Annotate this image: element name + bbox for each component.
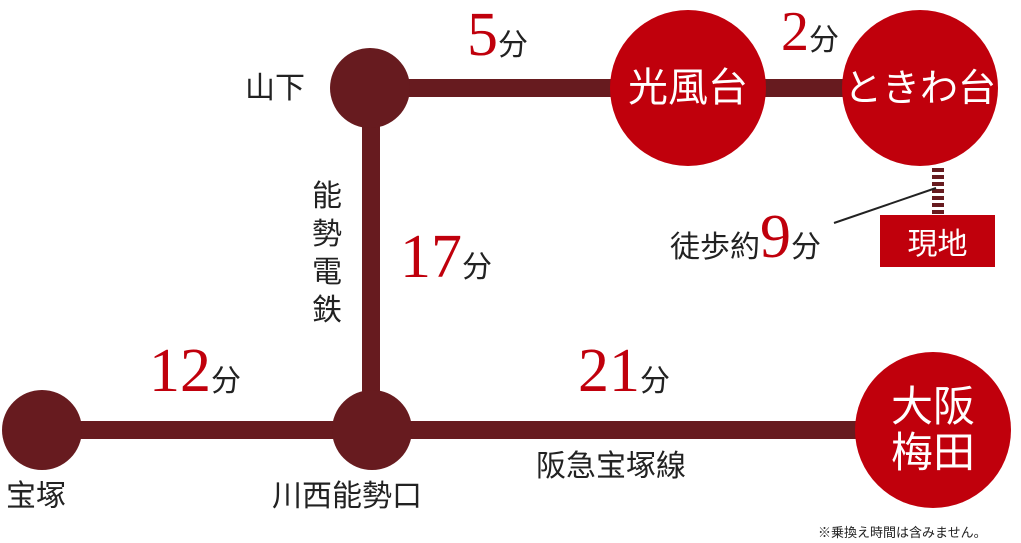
- time-kawanishi-umeda: 21分: [578, 337, 670, 405]
- station-tokiwadai-label: ときわ台: [843, 66, 996, 110]
- line-takarazuka-umeda: [42, 421, 933, 439]
- time-yamashita-kofudai: 5分: [467, 1, 528, 69]
- station-label-kawanishi-noseguchi: 川西能勢口: [272, 479, 422, 514]
- line-nose-vertical: [362, 88, 380, 430]
- station-osaka-umeda-label: 大阪 梅田: [890, 382, 975, 477]
- station-dot-takarazuka: [2, 390, 82, 470]
- site-label: 現地: [907, 227, 968, 262]
- station-osaka-umeda: 大阪 梅田: [855, 352, 1011, 508]
- time-kawanishi-yamashita: 17分: [400, 223, 492, 291]
- station-dot-yamashita: [330, 48, 410, 128]
- line-label-hankyu-takarazuka: 阪急宝塚線: [536, 449, 686, 484]
- station-label-takarazuka: 宝塚: [6, 479, 66, 514]
- transfer-note: ※乗換え時間は含みません。: [818, 526, 987, 541]
- line-label-nose-electric: 能勢電鉄: [312, 179, 342, 328]
- time-takarazuka-kawanishi: 12分: [149, 337, 241, 405]
- station-dot-kawanishi-noseguchi: [332, 390, 412, 470]
- walk-dashed-connector: [932, 168, 944, 216]
- station-tokiwadai: ときわ台: [842, 10, 998, 166]
- site-marker: 現地: [880, 215, 995, 267]
- walk-leader-line: [833, 187, 937, 224]
- time-kofudai-tokiwadai: 2分: [781, 1, 839, 63]
- station-kofudai: 光風台: [610, 10, 766, 166]
- station-kofudai-label: 光風台: [628, 65, 748, 111]
- walk-time: 徒歩約9分: [670, 203, 821, 271]
- station-label-yamashita: 山下: [245, 71, 305, 106]
